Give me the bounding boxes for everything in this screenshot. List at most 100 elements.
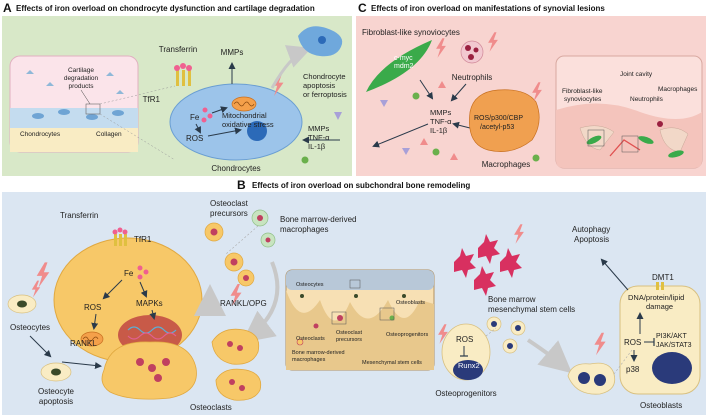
mediator-c-1: MMPs (430, 108, 451, 117)
msc-cell-1 (454, 248, 476, 278)
fe-label-b: Fe (124, 269, 134, 278)
ros-label-b: ROS (84, 303, 101, 312)
inset-bmdm-label-2: macrophages (292, 357, 326, 363)
panel-a-title: Effects of iron overload on chondrocyte … (16, 4, 315, 13)
joint-cavity-inset: Joint cavity Fibroblast-like synoviocyte… (555, 55, 703, 169)
osteocyte-apoptosis-label-2: apoptosis (39, 397, 73, 406)
cartilage-degradation-label-1: Cartilage (68, 67, 94, 74)
p38-label: p38 (626, 365, 640, 374)
mapks-label: MAPKs (136, 299, 163, 308)
inset-precursors-label-2: precursors (336, 337, 362, 343)
ros2-label: ROS (624, 338, 641, 347)
inset-msc-label: Mesenchymal stem cells (362, 360, 422, 366)
osteoblasts-label: Osteoblasts (640, 401, 682, 410)
transferrin-label: Transferrin (159, 45, 197, 54)
mmps-label-a: MMPs (221, 48, 244, 57)
bmdm-label-2: macrophages (280, 225, 328, 234)
bmsc-label-2: mesenchymal stem cells (488, 305, 575, 314)
mediator-a-2: TNF-α (308, 133, 330, 142)
osteoclasts-label: Osteoclasts (190, 403, 232, 412)
transferrin-receptor-icon-b (112, 227, 128, 246)
autophagy-label-2: Apoptosis (574, 235, 609, 244)
panel-c-title: Effects of iron overload on manifestatio… (371, 4, 605, 13)
mdm2-label: mdm2 (394, 63, 414, 70)
chondrocyte-nucleus (247, 121, 267, 141)
cartilage-degradation-label-3: products (69, 83, 95, 90)
panel-b-title: Effects of iron overload on subchondral … (252, 181, 470, 190)
mediator-a-3: IL-1β (308, 142, 326, 151)
msc-cell-2 (478, 234, 500, 264)
fibroblast-label: Fibroblast-like synoviocytes (362, 28, 460, 37)
panel-c-letter: C (358, 1, 367, 15)
inset-osteocytes-label: Osteocytes (296, 282, 324, 288)
collagen-label: Collagen (96, 131, 122, 138)
fibroblast-cell (366, 40, 432, 92)
msc-cell-4 (474, 266, 496, 296)
bmdm-label-1: Bone marrow-derived (280, 215, 356, 224)
tfr1-label-b: TfR1 (134, 235, 152, 244)
inset-neutrophils-label: Neutrophils (630, 96, 664, 103)
inset-chondrocytes-label: Chondrocytes (20, 131, 61, 138)
cartilage-inset: Cartilage degradation products Chondrocy… (9, 55, 139, 153)
osteoclast-cell-3 (215, 368, 262, 401)
ros-p300-label-2: /acetyl-p53 (480, 124, 514, 131)
chondrocyte-cell (169, 83, 303, 161)
neutrophils-label: Neutrophils (452, 73, 492, 82)
mitochondrion-icon-b (80, 331, 104, 347)
mediator-a-1: MMPs (308, 124, 329, 133)
ros-label: ROS (186, 134, 203, 143)
osteoclast-cell-2 (211, 328, 260, 365)
ros-runx-label-2: Runx2 (458, 361, 480, 370)
inset-osteoclasts-label: Osteoclasts (296, 336, 325, 342)
panel-a: A Effects of iron overload on chondrocyt… (0, 0, 354, 178)
pathway-label-1: PI3K/AKT (656, 333, 687, 340)
osteocyte-apoptosis-label-1: Osteocyte (38, 387, 75, 396)
transferrin-label-b: Transferrin (60, 211, 98, 220)
joint-cavity-label: Joint cavity (620, 71, 653, 78)
osteoprogenitors-label: Osteoprogenitors (435, 389, 496, 398)
panel-b: B Effects of iron overload on subchondra… (0, 178, 708, 417)
chondrocytes-label: Chondrocytes (211, 164, 260, 173)
ros-runx-label-1: ROS (456, 335, 473, 344)
rankl-label: RANKL (70, 339, 97, 348)
dmt1-label: DMT1 (652, 273, 674, 282)
inset-macrophages-label: Macrophages (658, 86, 698, 93)
outcome-label-1: Chondrocyte (303, 72, 346, 81)
osteocytes-label: Osteocytes (10, 323, 50, 332)
macrophage-cell (469, 89, 540, 152)
ros-p300-label-1: ROS/p300/CBP (474, 115, 523, 122)
osteoclast-precursors-label-1: Osteoclast (210, 199, 249, 208)
panel-b-letter: B (237, 178, 246, 192)
fe-label: Fe (190, 113, 200, 122)
panel-c: C Effects of iron overload on manifestat… (356, 1, 706, 176)
macrophages-label: Macrophages (482, 160, 530, 169)
inset-osteoprogenitors-label: Osteoprogenitors (386, 332, 428, 338)
pathway-label-2: JAK/STAT3 (656, 342, 692, 349)
rankl-opg-label: RANKL/OPG (220, 299, 267, 308)
inset-precursors-label-1: Osteoclast (336, 330, 362, 336)
outcome-label-3: or ferroptosis (303, 90, 347, 99)
inset-fibroblast-label-2: synoviocytes (564, 96, 602, 103)
mitochondrial-stress-label-2: oxidative stress (222, 120, 274, 129)
damage-label-2: damage (646, 302, 673, 311)
osteoclast-precursors-label-2: precursors (210, 209, 248, 218)
cmyc-label: c-myc (394, 55, 413, 62)
inset-osteoblasts-label: Osteoblasts (396, 300, 425, 306)
panel-a-letter: A (3, 1, 12, 15)
inset-bmdm-label-1: Bone marrow-derived (292, 350, 345, 356)
msc-cell-3 (500, 248, 522, 278)
cartilage-degradation-label-2: degradation (64, 75, 99, 82)
autophagy-label-1: Autophagy (572, 225, 610, 234)
mitochondrial-stress-label-1: Mitochondrial (222, 111, 267, 120)
bone-inset: Osteocytes Osteoblasts Osteoclasts Osteo… (285, 269, 435, 371)
mediator-c-3: IL-1β (430, 126, 448, 135)
bmsc-label-1: Bone marrow (488, 295, 536, 304)
inset-fibroblast-label-1: Fibroblast-like (562, 88, 603, 95)
mediator-c-2: TNF-α (430, 117, 452, 126)
damage-label-1: DNA/protein/lipid (628, 293, 684, 302)
tfr1-label: TfR1 (143, 95, 161, 104)
outcome-label-2: apoptosis (303, 81, 335, 90)
transferrin-receptor-icon (174, 63, 192, 86)
